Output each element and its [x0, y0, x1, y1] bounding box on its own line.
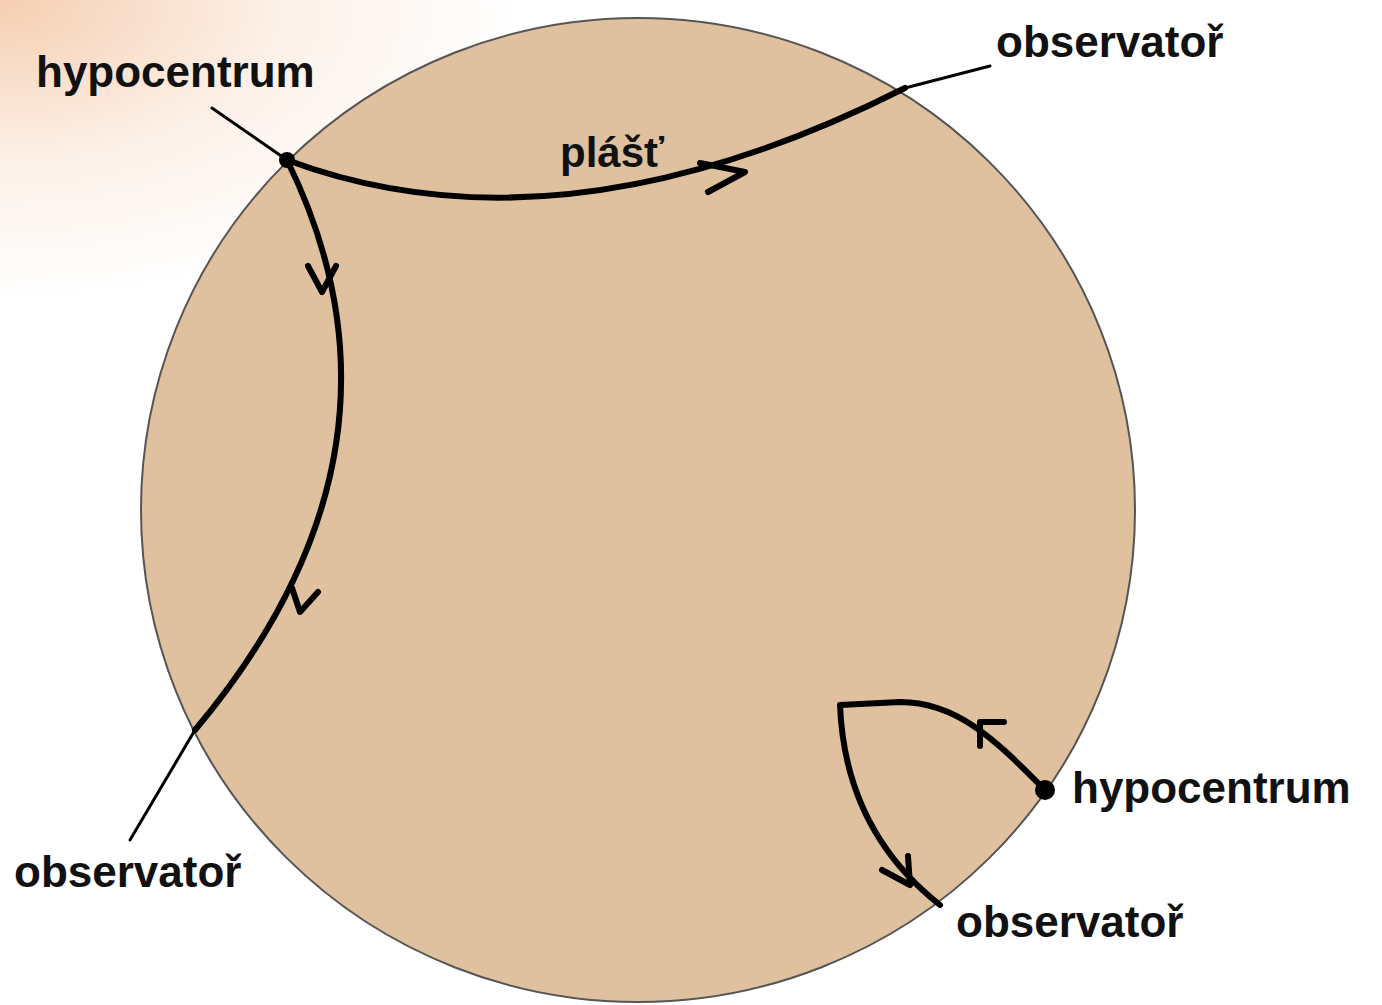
text-label: observatoř [14, 850, 241, 894]
text-label: hypocentrum [36, 50, 315, 94]
text-label: hypocentrum [1072, 766, 1351, 810]
text-label: plášť [560, 132, 664, 174]
text-label: observatoř [996, 20, 1223, 64]
seismic-ray [287, 88, 905, 198]
leader-line [905, 66, 990, 88]
ray-arrowhead [308, 266, 336, 292]
ray-arrowhead [292, 588, 318, 612]
hypocenter-dot [279, 152, 295, 168]
leader-line [212, 108, 287, 160]
seismic-ray [840, 702, 1045, 905]
ray-arrowhead [980, 722, 1004, 746]
hypocenter-dot [1035, 780, 1055, 800]
ray-arrowhead [882, 856, 910, 885]
ray-arrowhead [700, 163, 745, 192]
earth-circle [141, 18, 1135, 1002]
leader-line [130, 730, 195, 840]
seismic-ray [195, 160, 341, 730]
text-label: observatoř [956, 900, 1183, 944]
